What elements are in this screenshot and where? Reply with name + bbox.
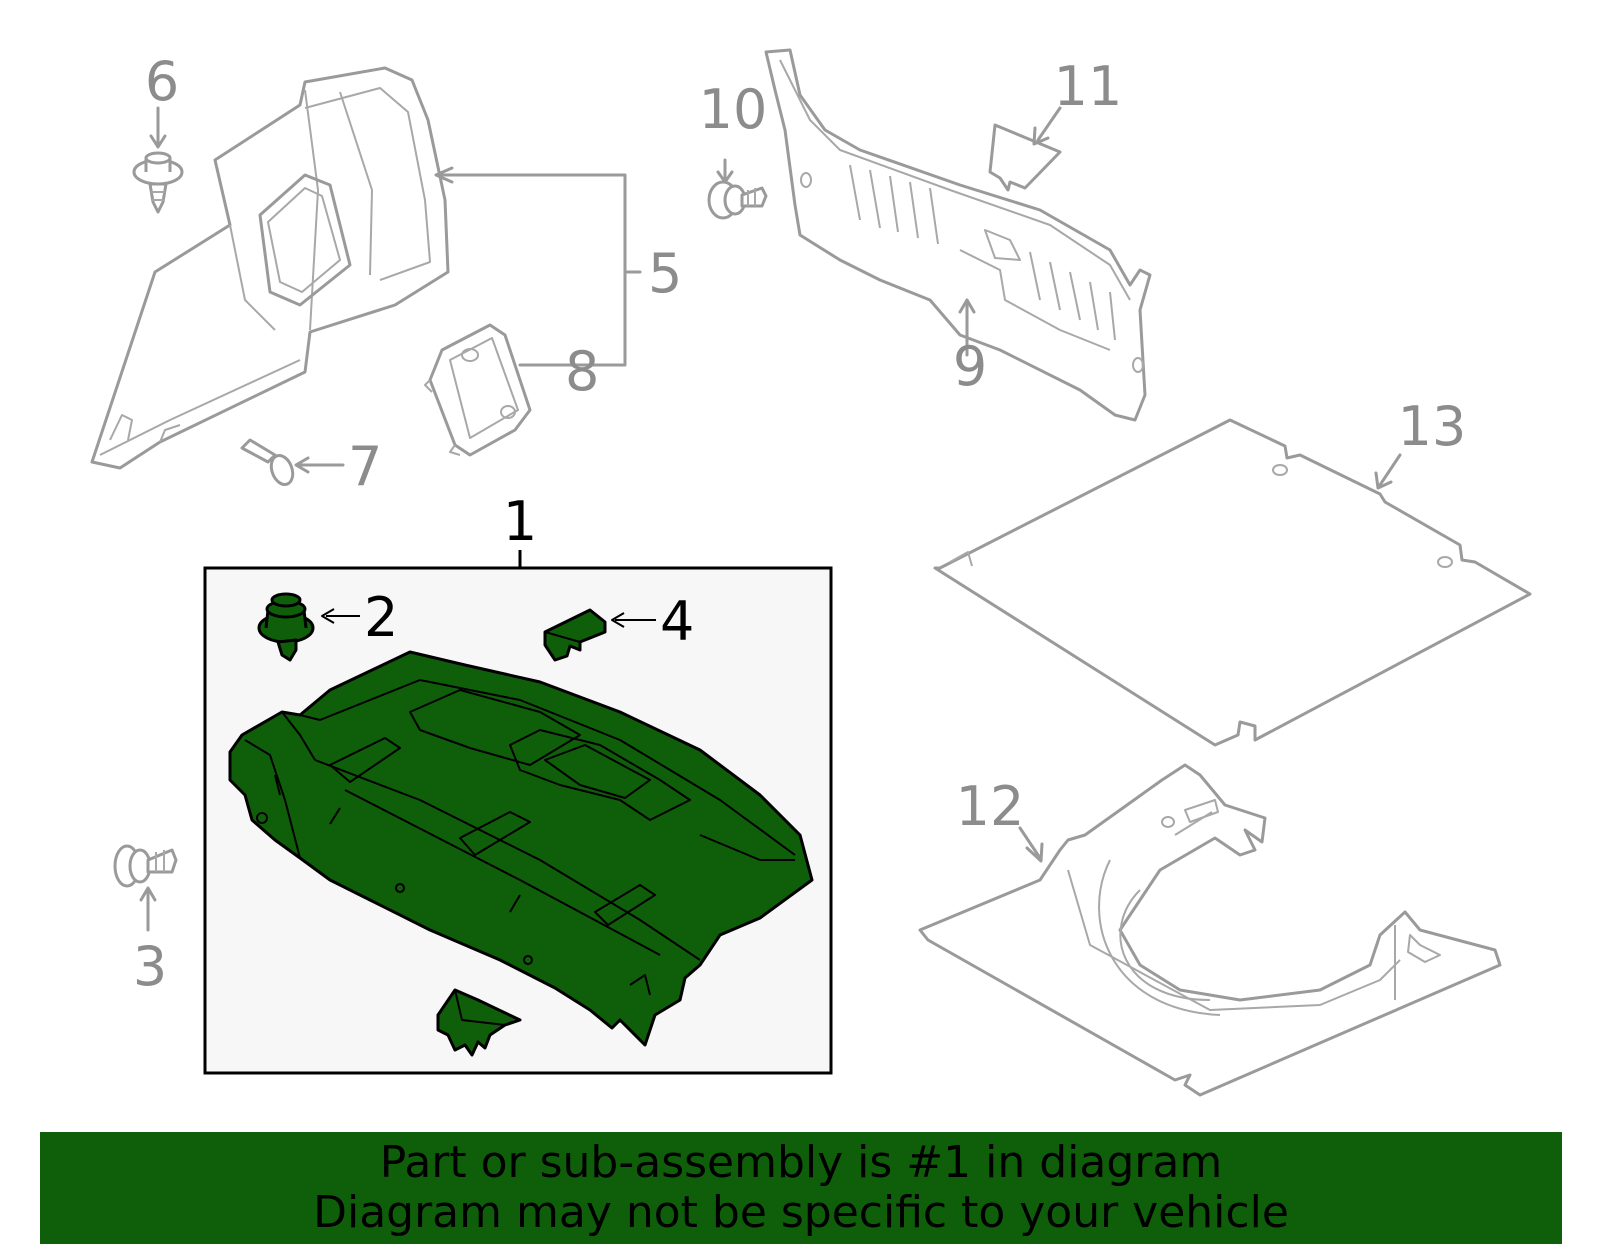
part-1-small-clip (436, 988, 522, 1057)
callout-13: 13 (1398, 395, 1467, 458)
part-11-pad (988, 106, 1062, 192)
part-7-pin (240, 438, 345, 487)
callout-labels: 1 2 3 4 5 6 7 8 9 10 11 12 13 (133, 50, 1467, 998)
part-9-sill-plate (764, 48, 1152, 422)
callout-10: 10 (699, 78, 768, 141)
callout-bracket-5 (434, 166, 642, 367)
part-3-screw-clip (113, 844, 178, 932)
callout-2: 2 (364, 586, 398, 649)
part-2-push-clip (257, 592, 360, 662)
part-12-floor-board (918, 763, 1502, 1097)
callout-1: 1 (503, 490, 537, 553)
callout-4: 4 (660, 590, 694, 653)
callout-9: 9 (953, 335, 987, 398)
callout-5: 5 (648, 242, 682, 305)
callout-6: 6 (145, 50, 179, 113)
callout-11: 11 (1054, 55, 1123, 118)
info-banner: Part or sub-assembly is #1 in diagram Di… (40, 1132, 1562, 1244)
banner-line-2: Diagram may not be specific to your vehi… (313, 1187, 1289, 1238)
part-5-side-trim-panel (90, 66, 450, 470)
callout-12: 12 (956, 775, 1025, 838)
part-4-bracket (543, 608, 656, 662)
part-10-screw-clip (707, 158, 768, 220)
part-8-cover (424, 323, 532, 457)
part-13-floor-mat (933, 418, 1532, 747)
callout-8: 8 (565, 340, 599, 403)
part-6-push-clip (132, 106, 184, 214)
callout-7: 7 (348, 435, 382, 498)
callout-3: 3 (133, 935, 167, 998)
banner-line-1: Part or sub-assembly is #1 in diagram (379, 1137, 1223, 1188)
part-1-package-tray (228, 650, 814, 1047)
